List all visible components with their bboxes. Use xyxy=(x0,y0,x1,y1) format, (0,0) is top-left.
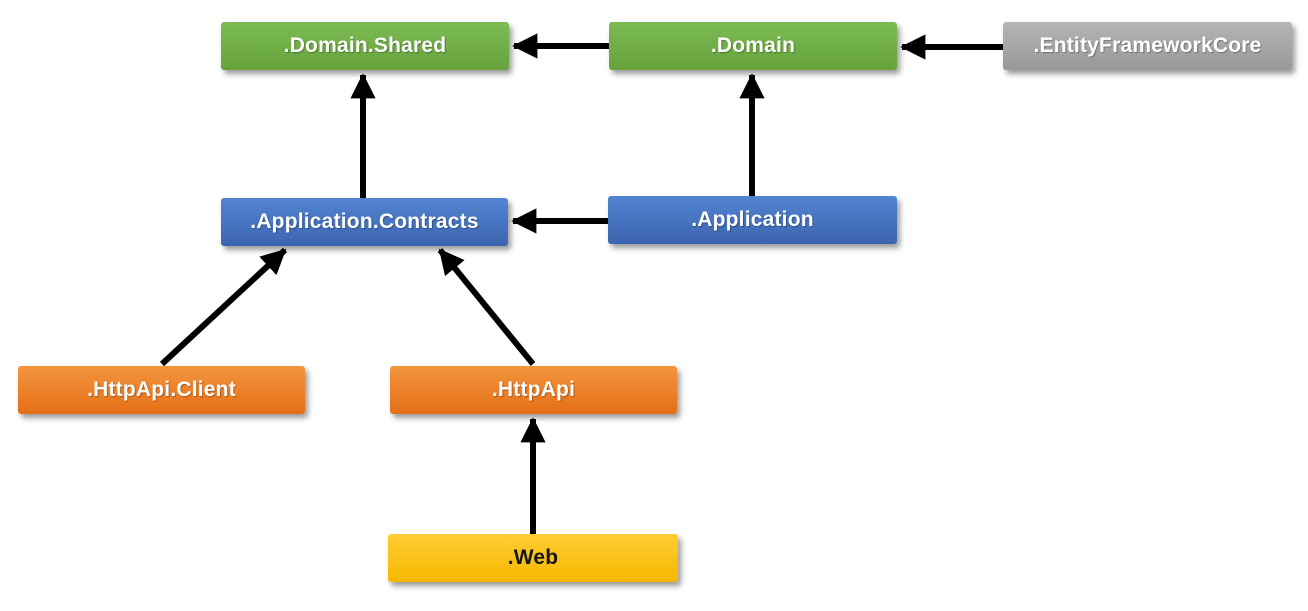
node-label-domain: .Domain xyxy=(710,34,796,57)
node-web: .Web xyxy=(388,534,678,582)
node-application-contracts: .Application.Contracts xyxy=(221,198,508,246)
arrow-httpapi-client-to-application-contracts xyxy=(159,247,288,367)
node-domain: .Domain xyxy=(609,22,897,70)
node-label-application: .Application xyxy=(691,208,814,231)
node-domain-shared: .Domain.Shared xyxy=(221,22,509,70)
arrow-httpapi-to-application-contracts xyxy=(437,248,536,366)
node-httpapi-client: .HttpApi.Client xyxy=(18,366,305,414)
node-label-domain-shared: .Domain.Shared xyxy=(283,34,447,57)
node-label-httpapi-client: .HttpApi.Client xyxy=(87,378,236,401)
node-label-application-contracts: .Application.Contracts xyxy=(250,210,479,233)
node-label-httpapi: .HttpApi xyxy=(491,378,576,401)
node-label-entityframeworkcore: .EntityFrameworkCore xyxy=(1033,34,1262,57)
node-label-web: .Web xyxy=(507,546,559,569)
node-entityframeworkcore: .EntityFrameworkCore xyxy=(1003,22,1292,70)
node-application: .Application xyxy=(608,196,897,244)
node-httpapi: .HttpApi xyxy=(390,366,677,414)
